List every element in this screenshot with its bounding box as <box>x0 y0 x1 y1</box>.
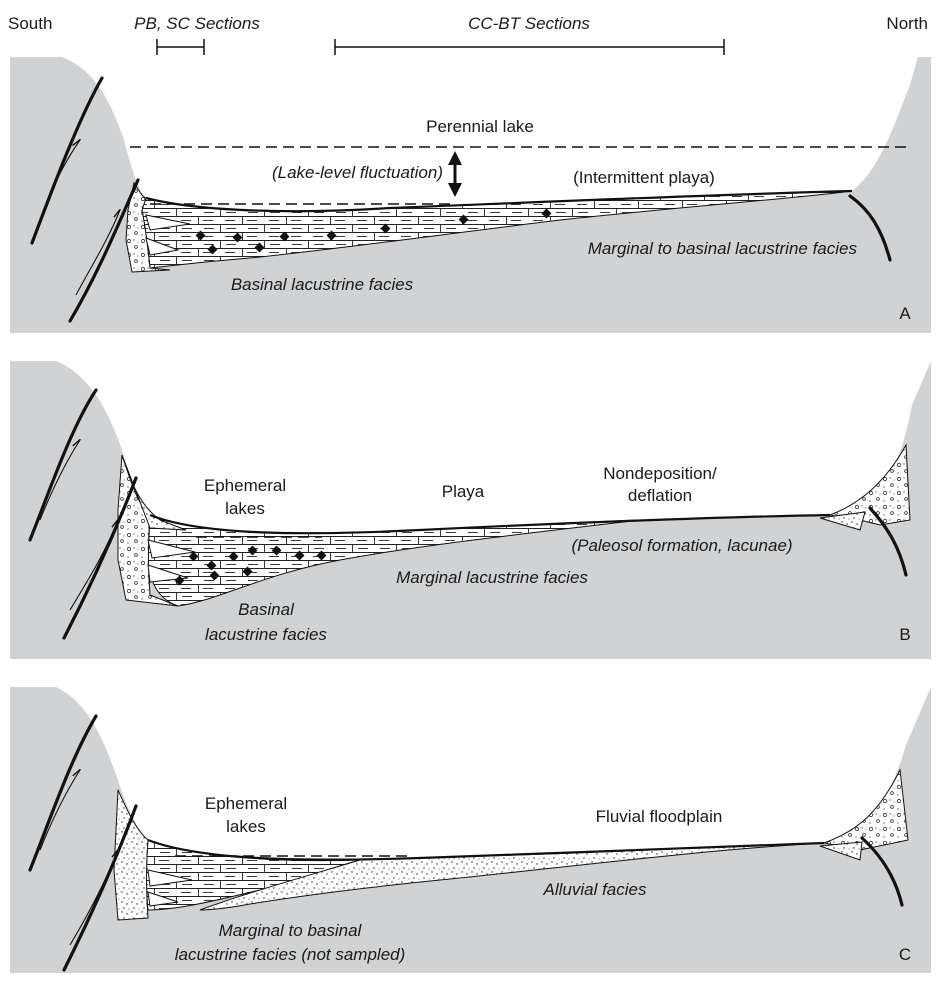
ephemeral-lakes-label-b-1: Ephemeral <box>204 476 286 495</box>
pb-sc-extent-bar <box>157 39 204 55</box>
ephemeral-lakes-label-c-2: lakes <box>226 817 266 836</box>
pb-sc-sections-label: PB, SC Sections <box>134 14 260 33</box>
marginal-lacustrine-label: Marginal lacustrine facies <box>396 568 588 587</box>
marginal-to-basinal-label: Marginal to basinal lacustrine facies <box>588 239 858 258</box>
basinal-label-b-2: lacustrine facies <box>205 625 327 644</box>
panel-a-letter: A <box>899 304 911 323</box>
panel-c-letter: C <box>899 945 911 964</box>
alluvial-facies-label: Alluvial facies <box>543 880 647 899</box>
marginal-basinal-label-c-2: lacustrine facies (not sampled) <box>175 945 406 964</box>
north-label: North <box>886 14 928 33</box>
diagram-header: South North PB, SC Sections CC-BT Sectio… <box>8 14 928 55</box>
panel-b: Ephemeral lakes Playa Nondeposition/ def… <box>10 361 931 659</box>
cc-bt-extent-bar <box>335 39 724 55</box>
panel-b-letter: B <box>899 625 910 644</box>
playa-label: Playa <box>442 482 485 501</box>
perennial-lake-label: Perennial lake <box>426 117 534 136</box>
basinal-lacustrine-label-a: Basinal lacustrine facies <box>231 275 414 294</box>
ephemeral-lakes-label-b-2: lakes <box>225 499 265 518</box>
ephemeral-lakes-label-c-1: Ephemeral <box>205 794 287 813</box>
nondeposition-label-1: Nondeposition/ <box>603 464 717 483</box>
fluvial-floodplain-label: Fluvial floodplain <box>596 807 723 826</box>
intermittent-playa-label: (Intermittent playa) <box>573 168 715 187</box>
south-label: South <box>8 14 52 33</box>
panel-a: Perennial lake (Lake-level fluctuation) … <box>10 57 931 333</box>
panel-c: Ephemeral lakes Fluvial floodplain Alluv… <box>10 687 931 973</box>
panel-c-sky <box>10 687 931 860</box>
panel-b-sky <box>10 361 931 533</box>
nondeposition-label-2: deflation <box>628 486 692 505</box>
basinal-label-b-1: Basinal <box>238 600 295 619</box>
paleosol-label: (Paleosol formation, lacunae) <box>571 536 792 555</box>
lake-level-fluctuation-label: (Lake-level fluctuation) <box>272 163 443 182</box>
marginal-basinal-label-c-1: Marginal to basinal <box>219 921 363 940</box>
cc-bt-sections-label: CC-BT Sections <box>468 14 590 33</box>
